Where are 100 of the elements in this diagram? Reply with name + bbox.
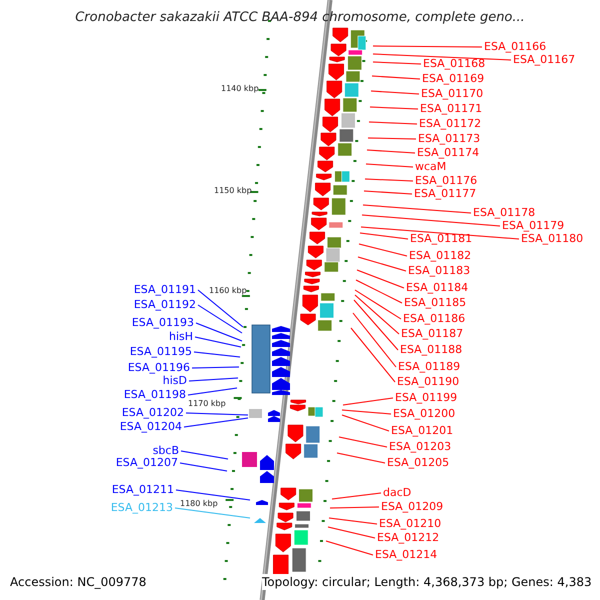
gene-label: ESA_01188 — [400, 343, 462, 357]
gene-label: ESA_01192 — [134, 298, 196, 312]
gene-label: ESA_01207 — [116, 456, 178, 470]
leader-line — [362, 204, 472, 214]
gene-label: ESA_01210 — [379, 517, 442, 531]
gene-label: hisD — [162, 374, 187, 388]
leader-line — [192, 366, 240, 368]
gene-label: ESA_01174 — [417, 146, 480, 160]
leader-line — [176, 490, 250, 500]
leader-line — [372, 62, 422, 64]
leader-line — [364, 190, 412, 194]
gene-label: ESA_01170 — [421, 87, 484, 101]
gene-label: ESA_01199 — [395, 391, 458, 405]
leader-line — [352, 312, 396, 368]
gene-label: ESA_01184 — [406, 281, 468, 295]
genome-info-text: Topology: circular; Length: 4,368,373 bp; Genes: 4,383 — [262, 574, 592, 590]
leader-line — [336, 452, 386, 464]
accession-text: Accession: NC_009778 — [10, 574, 146, 590]
gene-label: ESA_01168 — [423, 57, 486, 71]
gene-label: wcaM — [415, 160, 446, 174]
leader-line — [354, 300, 398, 350]
scale-label: 1180 kbp — [180, 499, 218, 508]
leader-line — [196, 322, 242, 342]
gene-label: ESA_01211 — [112, 483, 174, 497]
leader-line — [328, 518, 378, 524]
gene-label: ESA_01213 — [110, 501, 173, 515]
gene-label: ESA_01167 — [513, 53, 576, 67]
leader-line — [342, 414, 390, 432]
gene-label: ESA_01178 — [473, 206, 536, 220]
map-title: Cronobacter sakazakii ATCC BAA-894 chromosome, complete geno... — [74, 9, 526, 26]
scale-label: 1140 kbp — [221, 84, 259, 93]
gene-label: ESA_01182 — [409, 249, 472, 263]
leader-line — [372, 54, 512, 60]
leader-line — [330, 506, 380, 508]
leader-line — [194, 336, 242, 348]
gene-label: ESA_01191 — [134, 283, 196, 297]
gene-label: ESA_01200 — [393, 407, 456, 421]
gene-label: ESA_01176 — [415, 174, 478, 188]
leader-line — [328, 526, 376, 538]
leader-line — [174, 508, 250, 518]
leader-line — [364, 178, 414, 182]
leader-line — [180, 462, 228, 472]
leader-line — [198, 304, 242, 334]
leader-line — [356, 280, 402, 304]
scale-label: 1170 kbp — [188, 399, 226, 408]
leader-line — [188, 388, 238, 396]
leader-line — [186, 412, 248, 416]
leader-line — [354, 294, 400, 334]
leader-line — [354, 290, 402, 320]
gene-label: ESA_01195 — [130, 345, 192, 359]
leader-line — [366, 150, 416, 154]
leader-line — [372, 76, 420, 80]
leader-line — [350, 328, 396, 382]
scale-label: 1160 kbp — [209, 286, 247, 295]
gene-label: ESA_01173 — [418, 132, 480, 146]
leader-line — [360, 226, 520, 240]
gene-label: ESA_01186 — [403, 312, 466, 326]
leader-line — [370, 90, 420, 94]
leader-line — [326, 540, 374, 556]
gene-label: ESA_01180 — [521, 232, 584, 246]
leader-line — [362, 214, 500, 226]
gene-label: ESA_01205 — [387, 456, 450, 470]
gene-label: ESA_01202 — [122, 406, 184, 420]
gene-label: hisH — [168, 330, 193, 344]
gene-label: ESA_01189 — [398, 360, 460, 374]
gene-label: sbcB — [152, 444, 179, 458]
gene-label: ESA_01204 — [120, 420, 182, 434]
gene-label: ESA_01209 — [381, 500, 444, 514]
leader-line — [366, 164, 414, 168]
leader-line — [372, 46, 482, 48]
gene-label: ESA_01203 — [389, 440, 452, 454]
gene-label: ESA_01212 — [377, 531, 440, 545]
leader-line — [332, 492, 382, 500]
leader-line — [360, 232, 408, 240]
leader-line — [342, 410, 392, 414]
gene-label: dacD — [383, 486, 412, 500]
gene-label: ESA_01201 — [391, 424, 454, 438]
leader-line — [368, 138, 416, 140]
leader-line — [342, 398, 394, 406]
gene-label: ESA_01179 — [502, 219, 564, 233]
leader-line — [188, 378, 238, 382]
leader-line — [356, 270, 404, 288]
leader-line — [368, 122, 418, 124]
leader-line — [358, 256, 406, 272]
leader-line — [370, 106, 418, 110]
gene-label: ESA_01166 — [484, 40, 546, 54]
leader-line — [180, 450, 228, 460]
gene-label: ESA_01172 — [419, 117, 482, 131]
gene-label: ESA_01185 — [404, 296, 466, 310]
gene-label: ESA_01187 — [401, 327, 464, 341]
scale-label: 1150 kbp — [214, 186, 252, 195]
gene-label: ESA_01171 — [420, 102, 482, 116]
leader-line — [358, 244, 408, 256]
gene-label: ESA_01190 — [397, 375, 460, 389]
gene-label: ESA_01183 — [408, 264, 470, 278]
gene-label: ESA_01196 — [128, 361, 190, 375]
leader-line — [184, 418, 248, 428]
leader-line — [194, 352, 240, 358]
leader-line — [338, 436, 388, 448]
gene-label: ESA_01169 — [422, 72, 484, 86]
